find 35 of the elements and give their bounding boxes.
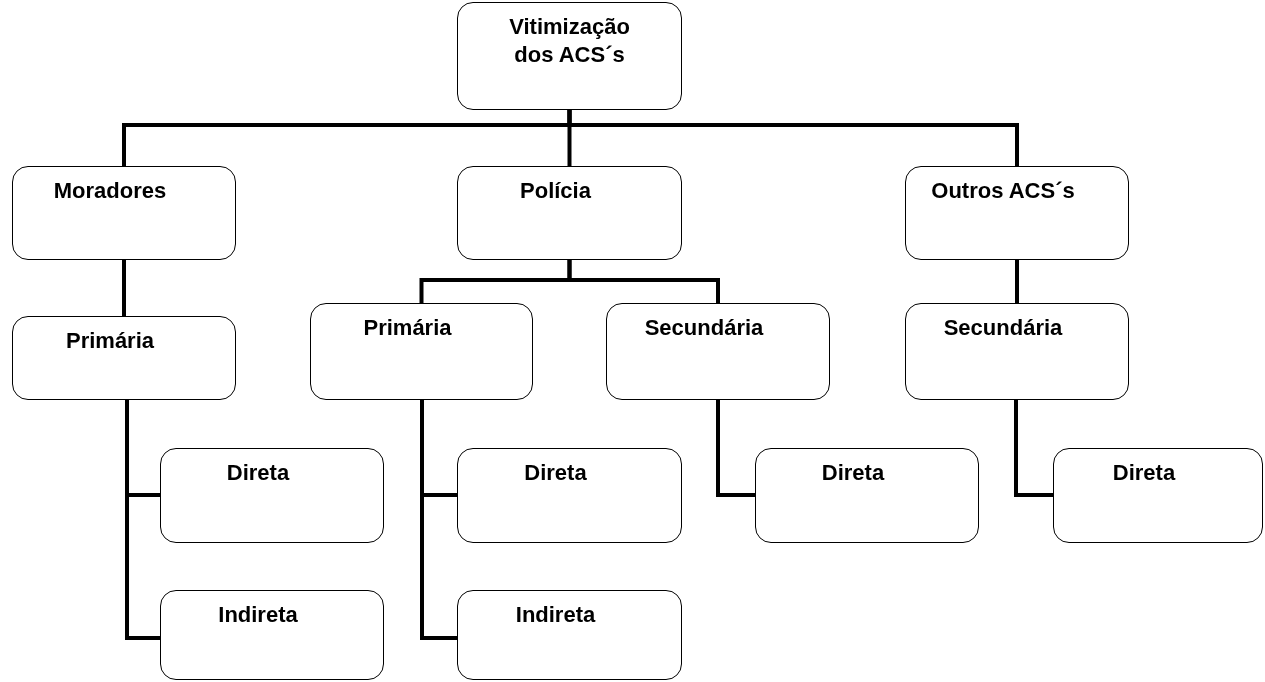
process-box bbox=[310, 303, 533, 400]
process-box bbox=[457, 590, 682, 680]
process-box bbox=[1053, 448, 1263, 543]
node-label: Outros ACS´s bbox=[930, 177, 1076, 205]
node-label: Primária bbox=[64, 327, 156, 355]
node-label: Direta bbox=[225, 459, 291, 487]
node-label: Secundária bbox=[643, 314, 765, 342]
node-label: Moradores bbox=[52, 177, 168, 205]
node-label: Polícia bbox=[519, 177, 592, 205]
process-box bbox=[457, 2, 682, 110]
process-box bbox=[160, 590, 384, 680]
connector-line bbox=[716, 400, 755, 497]
connector-line bbox=[567, 260, 720, 303]
connector-line bbox=[1015, 260, 1019, 303]
process-box bbox=[905, 166, 1129, 260]
process-box bbox=[160, 448, 384, 543]
node-label: Indireta bbox=[217, 601, 299, 629]
connector-line bbox=[125, 400, 160, 640]
process-box bbox=[457, 166, 682, 260]
process-box bbox=[905, 303, 1129, 400]
connector-line bbox=[567, 110, 1019, 166]
node-label: Direta bbox=[820, 459, 886, 487]
node-label: Direta bbox=[523, 459, 588, 487]
connector-line bbox=[122, 260, 126, 316]
process-box bbox=[606, 303, 830, 400]
process-box bbox=[12, 166, 236, 260]
process-box bbox=[12, 316, 236, 400]
node-label: Indireta bbox=[514, 601, 597, 629]
node-label: Primária bbox=[362, 314, 453, 342]
node-label: Vitimização dos ACS´s bbox=[508, 13, 631, 69]
connector-line bbox=[1014, 400, 1053, 497]
node-label: Secundária bbox=[942, 314, 1064, 342]
node-label: Direta bbox=[1111, 459, 1177, 487]
process-box bbox=[457, 448, 682, 543]
process-box bbox=[755, 448, 979, 543]
